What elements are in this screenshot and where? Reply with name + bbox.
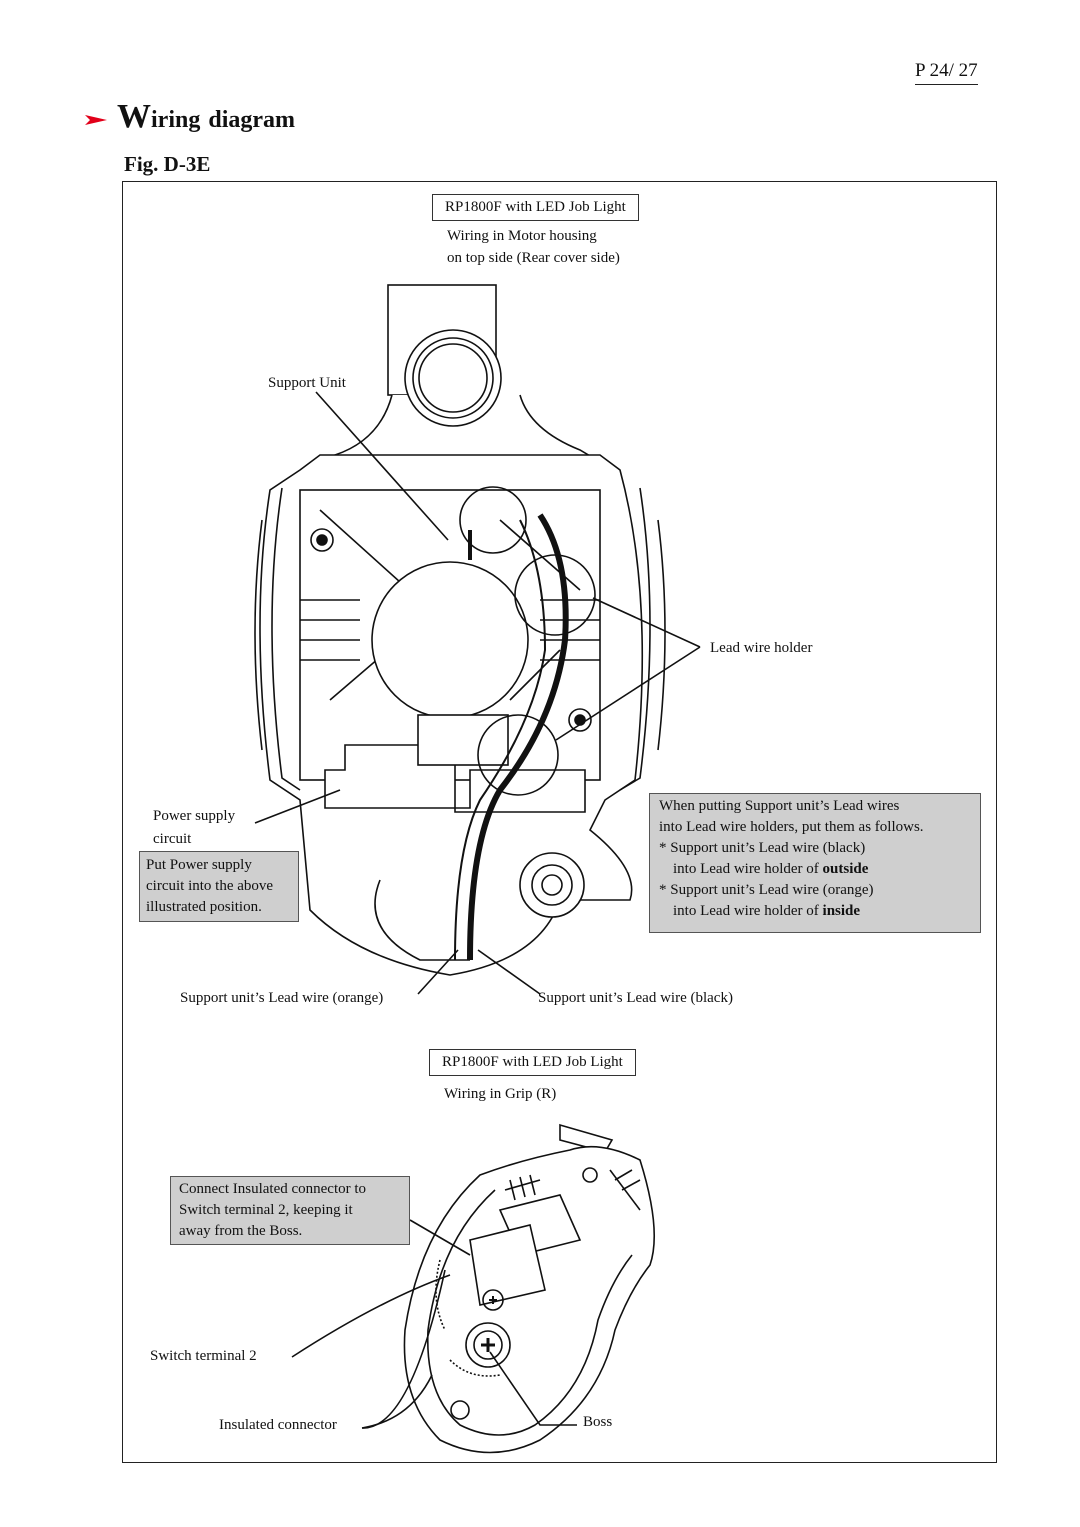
grip-title-box: RP1800F with LED Job Light: [429, 1049, 636, 1076]
lead-note-line: into Lead wire holders, put them as foll…: [659, 819, 924, 835]
lead-note-line: into Lead wire holder of outside: [659, 859, 980, 880]
lead-note-text: into Lead wire holder of: [673, 903, 823, 919]
red-arrow-icon: [85, 107, 107, 134]
lead-note-line: * Support unit’s Lead wire (black): [659, 840, 866, 856]
lead-wire-note: When putting Support unit’s Lead wires i…: [649, 793, 981, 933]
connect-note-line: away from the Boss.: [179, 1223, 303, 1239]
power-supply-label-1: Power supply: [153, 808, 236, 824]
connect-note-leader: [409, 1219, 471, 1256]
lead-note-line: * Support unit’s Lead wire (orange): [659, 882, 874, 898]
power-supply-note: Put Power supply circuit into the above …: [139, 851, 299, 922]
lead-note-text: into Lead wire holder of: [673, 861, 823, 877]
power-note-line: Put Power supply: [146, 857, 252, 873]
support-unit-circle: [459, 486, 527, 554]
power-note-line: illustrated position.: [146, 899, 262, 915]
heading-word-1: iring: [151, 107, 201, 133]
motor-housing-top-tab: [319, 284, 603, 463]
grip-drawing: [403, 1123, 656, 1454]
switch-terminal-label: Switch terminal 2: [150, 1348, 257, 1364]
connect-note-line: Switch terminal 2, keeping it: [179, 1202, 353, 1218]
motor-subtitle-line1: Wiring in Motor housing: [447, 228, 597, 244]
power-supply-label-2: circuit: [153, 831, 192, 847]
motor-subtitle-line2: on top side (Rear cover side): [447, 250, 620, 266]
lead-holder-circle-top: [514, 554, 596, 636]
insulated-connector-leader-2: [361, 1269, 446, 1429]
lead-note-line: When putting Support unit’s Lead wires: [659, 798, 900, 814]
orange-wire-label: Support unit’s Lead wire (orange): [180, 990, 384, 1006]
connect-note: Connect Insulated connector to Switch te…: [170, 1176, 410, 1245]
section-heading: W iring diagram: [85, 98, 295, 136]
support-unit-label: Support Unit: [268, 375, 346, 391]
page-number: P 24/ 27: [915, 60, 978, 85]
boss-label: Boss: [583, 1414, 613, 1430]
lead-note-line: into Lead wire holder of inside: [659, 901, 980, 922]
lead-note-emphasis: inside: [822, 903, 861, 919]
power-supply-leader: [254, 789, 341, 824]
figure-label: Fig. D-3E: [124, 152, 211, 176]
boss-leader: [489, 1351, 577, 1426]
black-wire-leader: [477, 949, 541, 995]
lead-wire-holder-label: Lead wire holder: [710, 640, 813, 656]
insulated-connector-label: Insulated connector: [219, 1417, 337, 1433]
lead-holder-circle-bottom: [477, 714, 559, 796]
orange-wire-leader: [417, 949, 459, 995]
motor-housing-body: [254, 454, 666, 976]
lead-note-emphasis: outside: [822, 861, 869, 877]
support-unit-leader: [315, 391, 449, 541]
figure-frame: [122, 181, 997, 1463]
lead-holder-leader-1: [592, 597, 701, 648]
heading-initial: W: [117, 98, 151, 135]
lead-holder-leader-2: [555, 646, 701, 741]
black-wire-label: Support unit’s Lead wire (black): [538, 990, 733, 1006]
switch-terminal-leader: [291, 1274, 451, 1358]
grip-subtitle: Wiring in Grip (R): [444, 1086, 557, 1102]
heading-word-2: diagram: [208, 107, 296, 133]
connect-note-line: Connect Insulated connector to: [179, 1181, 367, 1197]
motor-title-box: RP1800F with LED Job Light: [432, 194, 639, 221]
power-note-line: circuit into the above: [146, 878, 274, 894]
